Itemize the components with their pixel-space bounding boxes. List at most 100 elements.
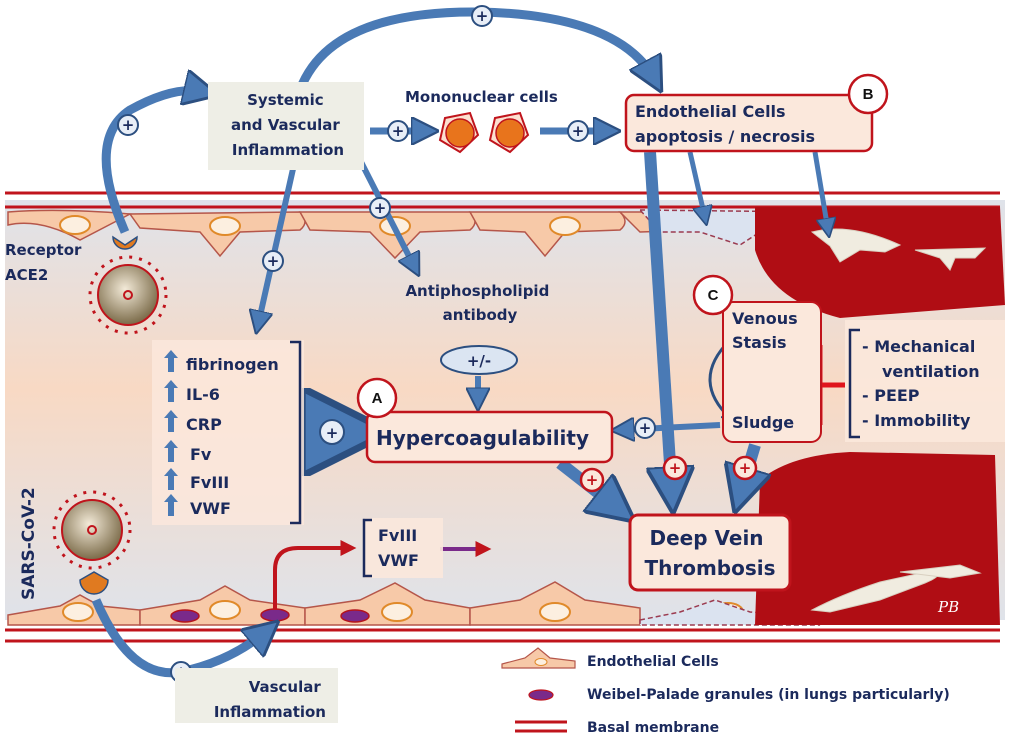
causes-bracket [848, 328, 860, 439]
stasis-line1: Venous [732, 309, 798, 328]
hypercoagulability-label: Hypercoagulability [376, 426, 589, 450]
plus-sign: + [639, 419, 652, 437]
badge-b [847, 73, 889, 115]
badge-a-text: A [372, 390, 383, 407]
svg-text:fibrinogen IL-6 CR: fibrinogen IL-6 CRP Fv FvIII VWF [186, 355, 284, 518]
svg-text:FvIII VWF: FvIII VWF [378, 526, 423, 570]
vascular-box [175, 668, 338, 723]
receptor-line2: ACE2 [5, 266, 48, 284]
endothelial-line1: Endothelial Cells [635, 102, 786, 121]
ace2-receptor-top-icon [112, 235, 138, 250]
svg-text:- Mechanical ventilation: - Mechanical ventilation - PEEP - Immobi… [862, 337, 985, 430]
legend-membrane-icon [515, 720, 567, 733]
plus-sign: + [122, 116, 135, 134]
arrow-endothelial-to-damaged [687, 151, 705, 218]
plus-sign: + [267, 252, 280, 270]
marker-fibrinogen: fibrinogen [186, 355, 279, 374]
svg-text:Vascular Inflammation: Vascular Inflammation [214, 678, 326, 721]
marker-crp: CRP [186, 415, 222, 434]
receptor-line1: Receptor [5, 241, 82, 259]
plus-sign: + [476, 7, 489, 25]
plus-sign-red: + [586, 471, 599, 489]
legend: Endothelial Cells Weibel-Palade granules… [501, 647, 950, 736]
legend-membrane-label: Basal membrane [587, 720, 719, 736]
hypercoagulability-box [365, 410, 614, 464]
badge-b-text: B [863, 86, 874, 103]
marker-fviii: FvIII [190, 473, 229, 492]
markers-box [152, 340, 304, 525]
arrow-endothelial-to-thrombus [812, 151, 828, 230]
systemic-line2: and Vascular [231, 116, 340, 134]
plus-sign: + [392, 122, 405, 140]
plus-sign-red: + [669, 459, 682, 477]
signature: PB [937, 598, 959, 616]
legend-nucleus [534, 658, 548, 666]
arrow-endothelial-to-dvt [644, 151, 672, 495]
endothelial-line2: apoptosis / necrosis [635, 127, 815, 146]
released-box [365, 518, 443, 578]
badge-c-text: C [708, 287, 719, 304]
sludge-label: Sludge [732, 413, 794, 432]
marker-fv: Fv [190, 445, 212, 464]
marker-vwf: VWF [190, 499, 231, 518]
legend-endothelial-icon [501, 647, 576, 669]
weibel-palade-granules [170, 608, 370, 623]
markers-bracket [290, 340, 302, 525]
badge-c [692, 274, 734, 316]
plus-minus-oval [440, 345, 518, 375]
plus-sign-red: + [739, 459, 752, 477]
virus-label: SARS-CoV-2 [19, 487, 39, 600]
vascular-line1: Vascular [249, 678, 322, 696]
arrow-granule-release [273, 540, 357, 610]
svg-text:Systemic and Vascular: Systemic and Vascular Inflammation [231, 91, 345, 159]
arrow-receptor-to-systemic [101, 90, 205, 234]
released-bracket [362, 518, 372, 578]
plus-markers-red [579, 455, 758, 493]
stasis-line2: Stasis [732, 333, 787, 352]
antiphospholipid-line2: antibody [443, 306, 518, 324]
svg-text:Venous Stasis Sludge: Venous Stasis Sludge [732, 309, 803, 432]
cause-2: - PEEP [862, 386, 920, 405]
cause-3: - Immobility [862, 411, 971, 430]
dvt-box [628, 513, 792, 592]
plus-sign: + [326, 424, 339, 442]
released-fviii: FvIII [378, 526, 417, 545]
virus-top-icon [88, 255, 168, 335]
svg-text:Endothelial Cells apoptosi: Endothelial Cells apoptosis / necrosis [635, 102, 815, 146]
marker-il6: IL-6 [186, 385, 220, 404]
cause-1b: ventilation [882, 362, 980, 381]
dvt-line1: Deep Vein [649, 526, 763, 550]
svg-text:Antiphospholipid antibody: Antiphospholipid antibody [405, 282, 554, 324]
dvt-line2: Thrombosis [644, 556, 775, 580]
stasis-box [722, 301, 822, 443]
badge-a [356, 377, 398, 419]
svg-text:Deep Vein Thrombosis: Deep Vein Thrombosis [644, 526, 775, 580]
plus-sign: + [572, 122, 585, 140]
svg-text:Receptor ACE2: Receptor ACE2 [5, 241, 87, 284]
systemic-line3: Inflammation [232, 141, 344, 159]
ace2-receptor-bottom-icon [79, 571, 109, 595]
legend-granule-label: Weibel-Palade granules (in lungs particu… [587, 687, 950, 703]
marker-list: fibrinogen IL-6 CRP Fv FvIII VWF [164, 350, 284, 518]
plus-markers [117, 5, 656, 683]
mononuclear-cells-icon [438, 111, 530, 154]
plus-sign: + [374, 199, 387, 217]
causes-box [845, 320, 1005, 442]
mononuclear-label: Mononuclear cells [405, 88, 558, 106]
legend-granule-icon [528, 689, 554, 701]
cause-1: - Mechanical [862, 337, 975, 356]
virus-bottom-icon [52, 490, 132, 570]
up-arrow-icons [164, 350, 178, 516]
released-vwf: VWF [378, 551, 419, 570]
arrow-systemic-to-markers [258, 159, 298, 325]
legend-endothelial-label: Endothelial Cells [587, 654, 719, 670]
systemic-line1: Systemic [247, 91, 324, 109]
thrombus-bottom [755, 452, 1000, 625]
vascular-line2: Inflammation [214, 703, 326, 721]
plus-minus-text: +/- [467, 352, 491, 370]
endothelial-box [624, 93, 874, 153]
basal-membrane-bottom [5, 628, 1000, 643]
systemic-box [208, 82, 364, 170]
